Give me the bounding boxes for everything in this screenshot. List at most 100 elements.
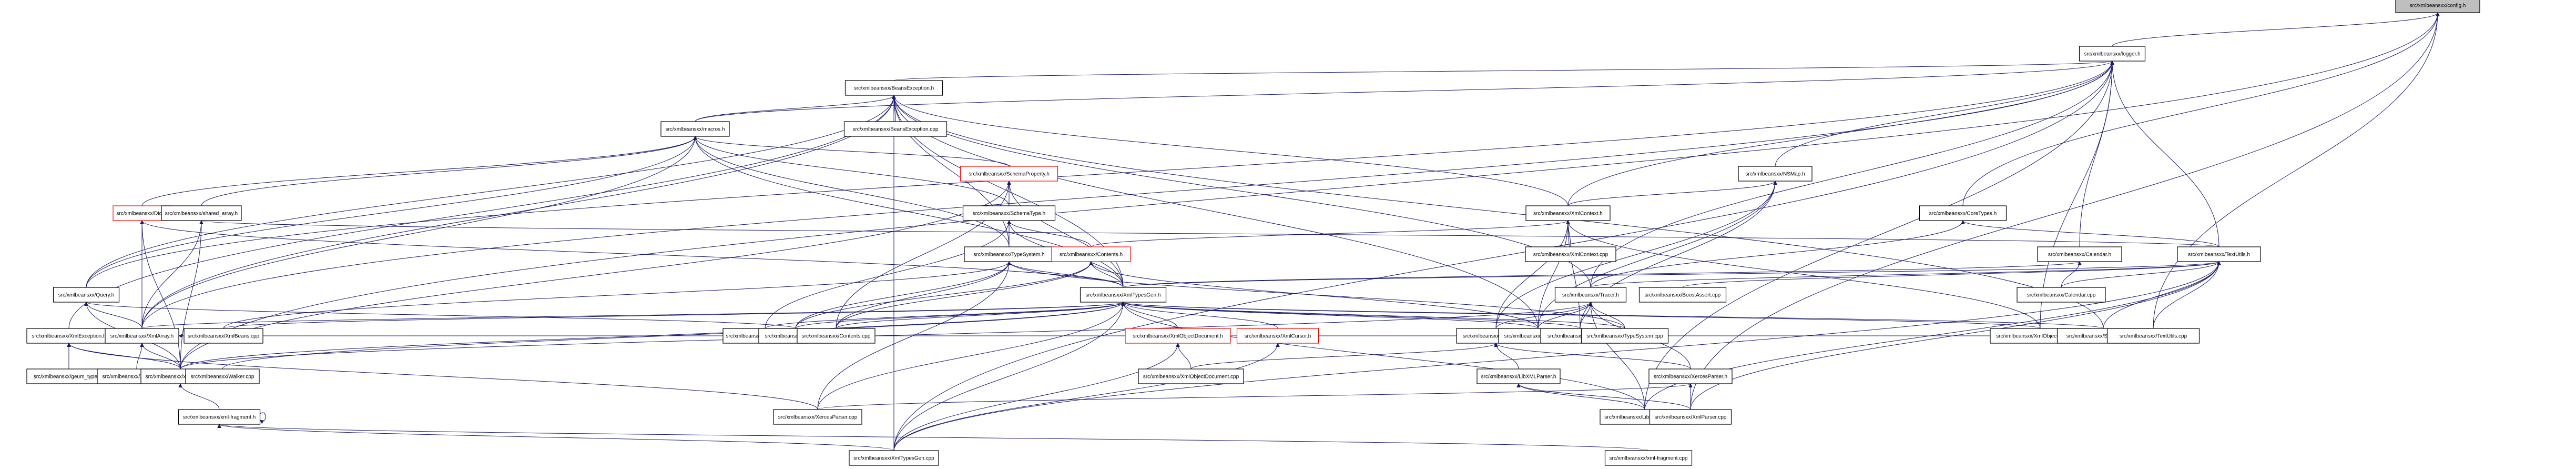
graph-node[interactable]: src/xmlbeansxx/NSMap.h xyxy=(1738,166,1813,182)
node-box xyxy=(797,328,875,344)
graph-node[interactable]: src/xmlbeansxx/Walker.cpp xyxy=(185,368,260,384)
include-edge xyxy=(695,136,1124,288)
node-label: src/xmlbeansxx/Contents.h xyxy=(1060,252,1123,258)
node-box xyxy=(844,80,943,96)
graph-node[interactable]: src/xmlbeansxx/XercesParser.h xyxy=(1648,368,1733,384)
graph-node[interactable]: src/xmlbeansxx/XmlTypesGen.h xyxy=(1080,287,1167,303)
node-box xyxy=(26,328,111,344)
graph-node[interactable]: src/xmlbeansxx/Tracer.h xyxy=(1554,287,1627,303)
node-box xyxy=(184,328,263,344)
node-label: src/xmlbeansxx/Walker.cpp xyxy=(191,374,254,380)
nodes-layer: src/xmlbeansxx/config.h src/xmlbeansxx/lo… xyxy=(26,0,2480,466)
include-edge xyxy=(795,262,1091,329)
node-box xyxy=(1604,450,1693,466)
node-box xyxy=(1648,368,1733,384)
graph-node[interactable]: src/xmlbeansxx/shared_array.h xyxy=(161,205,242,221)
graph-node[interactable]: src/xmlbeansxx/SchemaProperty.h xyxy=(960,166,1058,182)
include-edge xyxy=(893,262,2219,451)
node-label: src/xmlbeansxx/XmlException.h xyxy=(32,334,106,340)
include-edge xyxy=(695,136,1010,247)
node-box xyxy=(1051,246,1131,262)
node-label: src/xmlbeansxx/XercesParser.h xyxy=(1654,374,1727,380)
graph-node[interactable]: src/xmlbeansxx/xml-fragment.cpp xyxy=(1604,450,1693,466)
graph-node[interactable]: src/xmlbeansxx/TypeSystem.cpp xyxy=(1581,328,1669,344)
include-edge xyxy=(765,221,1009,329)
node-box xyxy=(1554,287,1627,303)
node-label: src/xmlbeansxx/BeansException.cpp xyxy=(853,127,939,133)
graph-node[interactable]: src/xmlbeansxx/XmlObjectDocument.cpp xyxy=(1138,368,1244,384)
include-edge xyxy=(1123,302,1625,329)
graph-node[interactable]: src/xmlbeansxx/XmlContext.h xyxy=(1525,205,1611,221)
node-label: src/xmlbeansxx/config.h xyxy=(2410,3,2466,9)
node-label: src/xmlbeansxx/XmlBeans.cpp xyxy=(188,334,260,340)
include-edge xyxy=(86,136,695,288)
graph-node[interactable]: src/xmlbeansxx/Contents.h xyxy=(1051,246,1131,262)
include-edge xyxy=(1519,383,1691,410)
include-edge xyxy=(136,343,142,370)
node-label: src/xmlbeansxx/LibXMLParser.h xyxy=(1481,374,1556,380)
graph-node[interactable]: src/xmlbeansxx/Query.h xyxy=(53,287,120,303)
include-edge xyxy=(69,343,181,370)
include-edge xyxy=(893,61,2112,451)
graph-node[interactable]: src/xmlbeansxx/XercesParser.cpp xyxy=(773,409,862,425)
node-box xyxy=(1525,246,1616,262)
node-label: src/xmlbeansxx/Query.cpp xyxy=(765,334,827,340)
include-edge xyxy=(1123,302,1178,329)
include-edge xyxy=(1496,343,1691,370)
graph-node[interactable]: src/xmlbeansxx/CoreTypes.h xyxy=(1919,205,2007,221)
node-label: src/xmlbeansxx/BeansException.h xyxy=(854,86,934,92)
node-label: src/xmlbeansxx/XmlContext.h xyxy=(1533,211,1603,217)
include-edge xyxy=(1495,221,1568,329)
graph-node[interactable]: src/xmlbeansxx/TextUtils.cpp xyxy=(2106,328,2200,344)
graph-node[interactable]: src/xmlbeansxx/XmlException.h xyxy=(26,328,111,344)
graph-node[interactable]: src/xmlbeansxx/XmlCursor.h xyxy=(1236,328,1319,344)
node-box xyxy=(962,205,1056,221)
graph-node[interactable]: src/xmlbeansxx/LibXMLParser.h xyxy=(1477,368,1561,384)
node-box xyxy=(964,246,1054,262)
include-edge xyxy=(1495,181,1775,329)
include-edge xyxy=(201,136,695,206)
graph-node[interactable]: src/xmlbeansxx/XmlArray.h xyxy=(105,328,179,344)
include-edge xyxy=(180,383,220,410)
include-edge xyxy=(894,95,1539,329)
include-edge xyxy=(836,302,1123,329)
graph-node[interactable]: src/xmlbeansxx/Calendar.cpp xyxy=(2017,287,2106,303)
graph-node[interactable]: src/xmlbeansxx/xml-fragment.h xyxy=(178,409,261,425)
graph-node[interactable]: src/xmlbeansxx/config.h xyxy=(2395,0,2480,13)
node-box xyxy=(849,450,939,466)
graph-node[interactable]: src/xmlbeansxx/XmlContext.cpp xyxy=(1525,246,1616,262)
graph-node[interactable]: src/xmlbeansxx/XmlBeans.cpp xyxy=(184,328,263,344)
graph-node[interactable]: src/xmlbeansxx/SchemaType.h xyxy=(962,205,1056,221)
graph-node[interactable]: src/xmlbeansxx/TextUtils.h xyxy=(2177,246,2261,262)
graph-node[interactable]: src/xmlbeansxx/BeansException.h xyxy=(844,80,943,96)
include-edge xyxy=(1568,221,1581,329)
include-edge xyxy=(1568,221,2041,329)
include-edge xyxy=(1775,61,2112,167)
include-edge xyxy=(1519,383,1645,410)
node-label: src/xmlbeansxx/Contents.cpp xyxy=(802,334,871,340)
graph-node[interactable]: src/xmlbeansxx/XmlObjectDocument.h xyxy=(1125,328,1231,344)
graph-node[interactable]: src/xmlbeansxx/XmlParser.cpp xyxy=(1649,409,1732,425)
include-edge xyxy=(141,61,2112,329)
graph-node[interactable]: src/xmlbeansxx/TypeSystem.h xyxy=(964,246,1054,262)
graph-node[interactable]: src/xmlbeansxx/Calendar.h xyxy=(2037,246,2122,262)
node-label: src/xmlbeansxx/xmlbeansxx.h xyxy=(146,374,216,380)
include-edge xyxy=(1962,13,2438,206)
include-edge xyxy=(141,221,201,329)
include-edge xyxy=(893,61,2112,81)
graph-node[interactable]: src/xmlbeansxx/Contents.cpp xyxy=(797,328,875,344)
edges-layer xyxy=(69,12,2438,451)
graph-node[interactable]: src/xmlbeansxx/XmlTypesGen.cpp xyxy=(849,450,939,466)
graph-node[interactable]: src/xmlbeansxx/BoostAssert.cpp xyxy=(1638,287,1727,303)
include-edge xyxy=(69,343,818,410)
node-label: src/xmlbeansxx/XmlObjectDocument.cpp xyxy=(1143,374,1239,380)
include-edge xyxy=(141,95,894,329)
graph-node[interactable]: src/xmlbeansxx/macros.h xyxy=(660,121,730,137)
node-box xyxy=(2177,246,2261,262)
node-box xyxy=(53,287,120,303)
graph-node[interactable]: src/xmlbeansxx/BeansException.cpp xyxy=(843,121,948,137)
graph-node[interactable]: src/xmlbeansxx/logger.h xyxy=(2079,46,2146,62)
node-label: src/xmlbeansxx/XmlParser.h xyxy=(1463,334,1529,340)
include-edge xyxy=(1009,220,1092,247)
